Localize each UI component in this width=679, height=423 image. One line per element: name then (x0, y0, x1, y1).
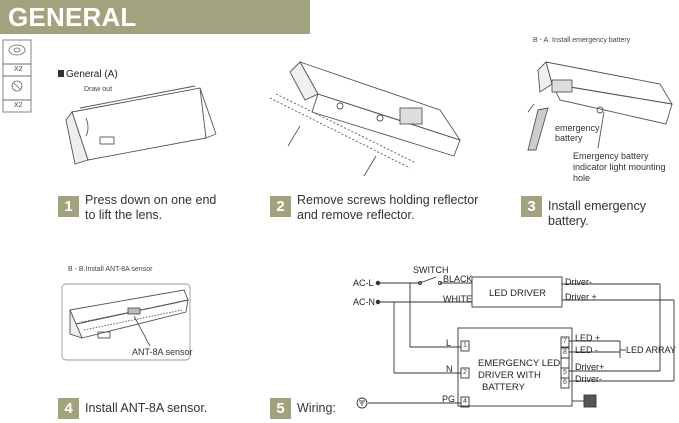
panel3-heading: B - A. Install emergency battery (533, 37, 631, 44)
label-driver-plus-top: Driver + (565, 292, 597, 302)
step-1-number: 1 (58, 196, 79, 217)
terminal-8: 8 (563, 349, 567, 356)
fixture-drawing-reflector (269, 61, 462, 177)
led-driver-box (471, 276, 563, 308)
emergency-driver-box (457, 327, 573, 407)
screw-icon (11, 80, 23, 92)
step-3-text: Install emergency battery. (548, 199, 646, 228)
bullet-icon (58, 70, 64, 77)
led-driver-label: LED DRIVER (489, 288, 547, 299)
label-led-minus: LED - (575, 345, 599, 355)
fixture-drawing-general (65, 85, 217, 165)
label-ac-l: AC-L (353, 278, 374, 288)
parts-legend (2, 39, 32, 113)
panel4-heading: B - B.Install ANT-8A sensor (68, 266, 153, 273)
page-title: GENERAL INSTALLATION (0, 0, 310, 66)
step-4-number: 4 (58, 398, 79, 419)
label-ant-8a-sensor: ANT-8A sensor (132, 347, 193, 357)
label-l: L (446, 338, 452, 348)
label-driver-plus-em: Driver+ (575, 362, 605, 372)
terminal-4: 4 (463, 398, 467, 405)
label-black: BLACK (443, 274, 473, 284)
part-qty-2: X2 (14, 102, 23, 109)
label-n: N (446, 364, 453, 374)
label-switch: SWITCH (413, 265, 449, 275)
fixture-drawing-battery (527, 61, 673, 151)
label-driver-minus-top: Driver- (565, 277, 592, 287)
terminal-1: 1 (463, 342, 467, 349)
terminal-5: 5 (563, 369, 567, 376)
label-white: WHITE (443, 294, 472, 304)
terminal-7: 7 (563, 338, 567, 345)
step-5-text: Wiring: (297, 401, 336, 415)
step-2-number: 2 (270, 196, 291, 217)
part-qty-1: X2 (14, 66, 23, 73)
terminal-6: 6 (563, 379, 567, 386)
label-led-array: LED ARRAY (626, 345, 676, 355)
label-ac-n: AC-N (353, 297, 375, 307)
label-pg: PG (442, 394, 456, 404)
step-4-text: Install ANT-8A sensor. (85, 401, 208, 415)
panel1-heading: General (A) (58, 69, 118, 80)
label-led-plus: LED + (575, 333, 601, 343)
step-5-number: 5 (270, 398, 291, 419)
label-driver-minus-em: Driver- (575, 374, 602, 384)
terminal-2: 2 (463, 369, 467, 376)
fixture-drawing-sensor (61, 283, 191, 361)
wiring-diagram (356, 276, 675, 409)
step-3-number: 3 (521, 196, 542, 217)
panel1-note: Draw out (84, 86, 113, 93)
washer-icon (8, 44, 26, 56)
